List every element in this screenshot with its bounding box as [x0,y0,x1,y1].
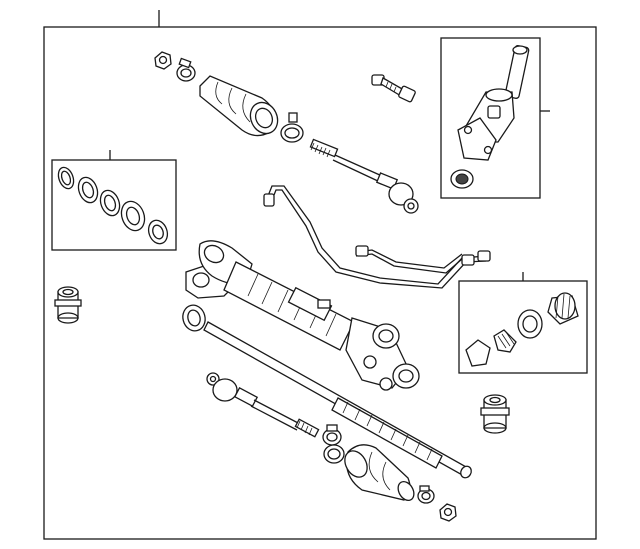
lock-nut-upper[interactable] [154,51,172,70]
boot-clamp-upper-small[interactable] [176,57,196,82]
mount-bolt[interactable] [371,74,416,103]
rack-bar[interactable] [203,321,473,480]
seal-kit[interactable] [51,150,177,251]
main-frame [43,10,597,540]
lock-nut-lower[interactable] [439,503,457,522]
pinion-valve-assembly[interactable] [440,37,550,199]
mount-bushing-right[interactable] [480,394,510,434]
inner-tie-rod-lower[interactable] [206,372,320,438]
pinion-seal[interactable] [450,169,474,189]
outer-boot-upper[interactable] [199,75,283,138]
mount-bushing-left[interactable] [54,286,82,324]
feed-line-tubes[interactable] [263,185,491,289]
outer-boot-lower[interactable] [340,444,417,503]
rack-seal[interactable] [180,303,208,334]
boot-clamp-upper-large[interactable] [280,112,304,143]
boot-clamp-lower-end[interactable] [417,485,435,504]
rack-housing[interactable] [185,240,420,391]
boot-clamp-lower-large[interactable] [323,444,345,464]
inner-tie-rod-upper[interactable] [309,138,419,214]
adjuster-kit[interactable] [458,272,588,374]
boot-clamp-lower-small[interactable] [322,424,342,446]
